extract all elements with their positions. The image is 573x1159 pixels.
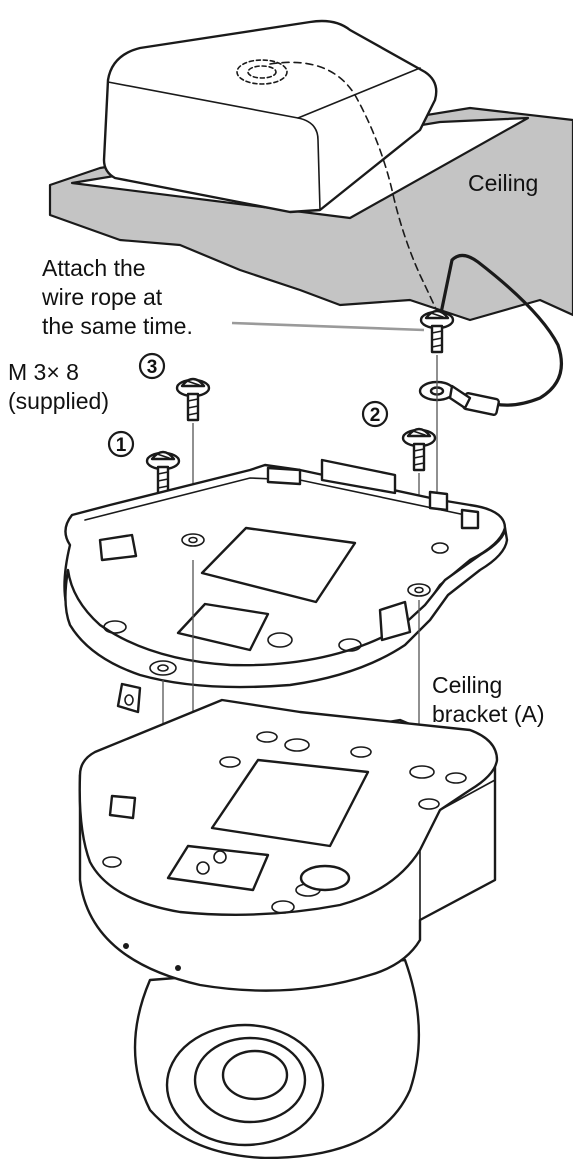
bracket-label-line1: Ceiling bbox=[432, 672, 502, 698]
screw-wire-rope bbox=[421, 311, 453, 352]
screw-2 bbox=[403, 429, 435, 470]
attach-label-line1: Attach the bbox=[42, 255, 146, 281]
screw-spec-label-line2: (supplied) bbox=[8, 388, 109, 414]
step-badge-1: 1 bbox=[109, 432, 133, 456]
screw-spec-label-line1: M 3× 8 bbox=[8, 359, 79, 385]
step-badge-2: 2 bbox=[363, 402, 387, 426]
step-number-2: 2 bbox=[370, 405, 381, 426]
screw-3 bbox=[177, 379, 209, 420]
step-number-3: 3 bbox=[147, 357, 158, 378]
attach-label-line2: wire rope at bbox=[41, 284, 163, 310]
step-number-1: 1 bbox=[116, 435, 127, 456]
bracket-label-line2: bracket (A) bbox=[432, 701, 544, 727]
camera-body bbox=[80, 700, 497, 1158]
step-badge-3: 3 bbox=[140, 354, 164, 378]
attach-leader-line bbox=[232, 323, 424, 330]
screw-1 bbox=[147, 452, 179, 493]
attach-label-line3: the same time. bbox=[42, 313, 193, 339]
ceiling-label: Ceiling bbox=[468, 170, 538, 196]
